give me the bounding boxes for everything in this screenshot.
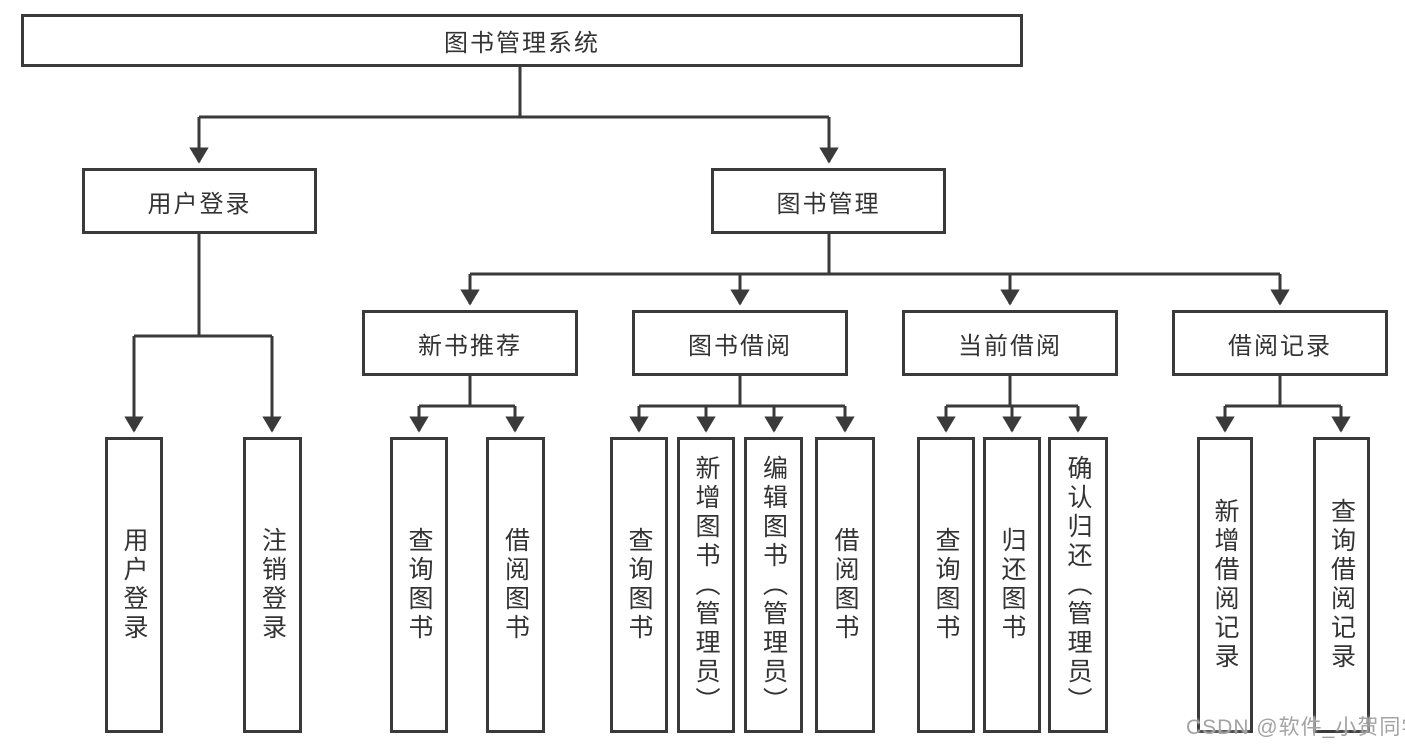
leaf-borrow-books-recommend: 借阅图书 xyxy=(486,437,545,733)
node-book-borrow: 图书借阅 xyxy=(632,310,848,376)
leaf-confirm-return-admin: 确认归还（管理员） xyxy=(1048,437,1108,733)
node-user-login: 用户登录 xyxy=(82,168,317,234)
node-new-book-recommend: 新书推荐 xyxy=(362,310,578,376)
csdn-watermark: CSDN @软件_小贺同学 xyxy=(1186,716,1405,739)
node-book-management: 图书管理 xyxy=(711,168,946,234)
leaf-query-books-recommend: 查询图书 xyxy=(390,437,448,733)
leaf-return-books: 归还图书 xyxy=(983,437,1041,733)
leaf-edit-books-admin: 编辑图书（管理员） xyxy=(744,437,803,733)
leaf-query-borrow-record: 查询借阅记录 xyxy=(1313,437,1370,733)
leaf-query-books-current: 查询图书 xyxy=(917,437,975,733)
node-borrow-records: 借阅记录 xyxy=(1172,310,1388,376)
leaf-borrow-books: 借阅图书 xyxy=(815,437,875,733)
leaf-user-login: 用户登录 xyxy=(105,437,163,733)
leaf-query-books-borrow: 查询图书 xyxy=(610,437,668,733)
leaf-add-books-admin: 新增图书（管理员） xyxy=(677,437,735,733)
node-current-borrow: 当前借阅 xyxy=(902,310,1118,376)
leaf-add-borrow-record: 新增借阅记录 xyxy=(1197,437,1253,733)
node-library-management-system: 图书管理系统 xyxy=(21,14,1023,67)
leaf-logout: 注销登录 xyxy=(243,437,302,733)
